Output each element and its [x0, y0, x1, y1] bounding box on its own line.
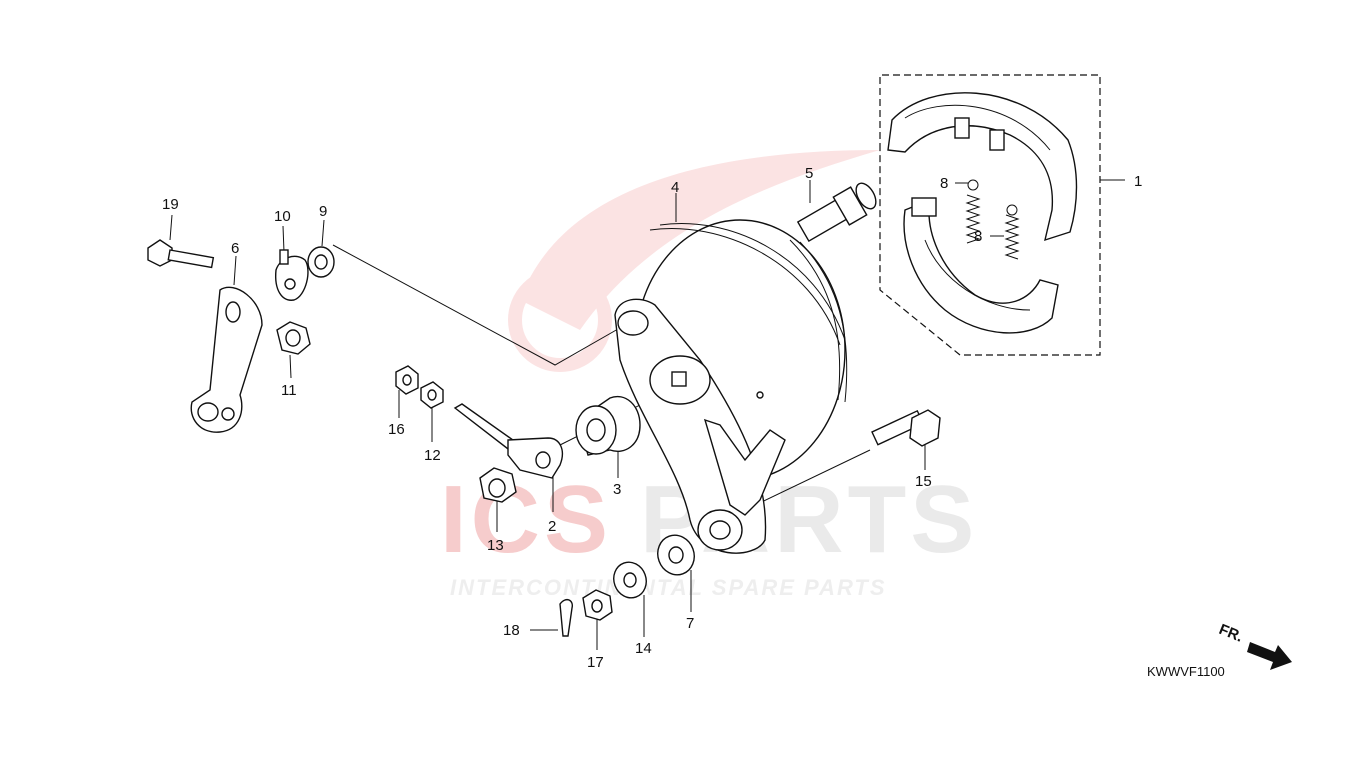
- part-label-18: 18: [503, 622, 520, 639]
- part-label-17: 17: [587, 654, 604, 671]
- brake-stopper-arm: [453, 403, 564, 479]
- bolt-15: [871, 409, 941, 447]
- part-label-11: 11: [281, 382, 297, 399]
- part-label-8-upper: 8: [940, 175, 948, 192]
- diagram-code: KWWVF1100: [1147, 664, 1225, 679]
- part-label-6: 6: [231, 240, 239, 257]
- part-label-5: 5: [805, 165, 813, 182]
- part-label-16: 16: [388, 421, 405, 438]
- cotter-pin-18: [559, 598, 574, 637]
- washer-14: [613, 561, 647, 599]
- part-label-7: 7: [686, 615, 694, 632]
- part-label-9: 9: [319, 203, 327, 220]
- part-label-15: 15: [915, 473, 932, 490]
- dust-seal: [307, 246, 335, 278]
- brake-springs: [955, 179, 1020, 260]
- brake-shoe-group-box: [879, 74, 1101, 356]
- watermark-brand-red: ICS: [440, 466, 612, 573]
- brake-panel: [614, 219, 848, 554]
- watermark-wing-shape: [520, 150, 880, 330]
- rubber-washer-7: [657, 534, 695, 576]
- part-label-8-lower: 8: [974, 228, 982, 245]
- part-labels: 1 2 3 4 5 6 7 8 8 9 10 11 12 13 14 15 16…: [162, 165, 1142, 671]
- arrow-right-icon: [1247, 642, 1292, 670]
- part-label-13: 13: [487, 537, 504, 554]
- bolt-19: [147, 239, 215, 269]
- brake-shoe-lower: [903, 197, 1059, 334]
- nut-17: [582, 589, 613, 621]
- nut-11: [276, 321, 311, 355]
- part-label-14: 14: [635, 640, 652, 657]
- nut-13: [479, 467, 517, 503]
- part-label-4: 4: [671, 179, 679, 196]
- front-direction-label: FR.: [1217, 621, 1246, 646]
- watermark-tagline: INTERCONTINENTAL SPARE PARTS: [450, 575, 887, 600]
- brake-cam-shaft: [796, 182, 877, 242]
- nut-12: [420, 381, 444, 409]
- part-label-10: 10: [274, 208, 291, 225]
- wear-indicator-plate: [275, 249, 309, 301]
- brake-shoe-upper: [887, 92, 1078, 242]
- front-direction-indicator: FR.: [1217, 621, 1292, 670]
- nut-16: [395, 365, 419, 395]
- watermark-gear-shape: [508, 268, 612, 372]
- part-label-2: 2: [548, 518, 556, 535]
- part-label-12: 12: [424, 447, 441, 464]
- part-label-1: 1: [1134, 173, 1142, 190]
- part-label-3: 3: [613, 481, 621, 498]
- brake-arm: [190, 286, 263, 433]
- part-label-19: 19: [162, 196, 179, 213]
- collar: [575, 395, 641, 456]
